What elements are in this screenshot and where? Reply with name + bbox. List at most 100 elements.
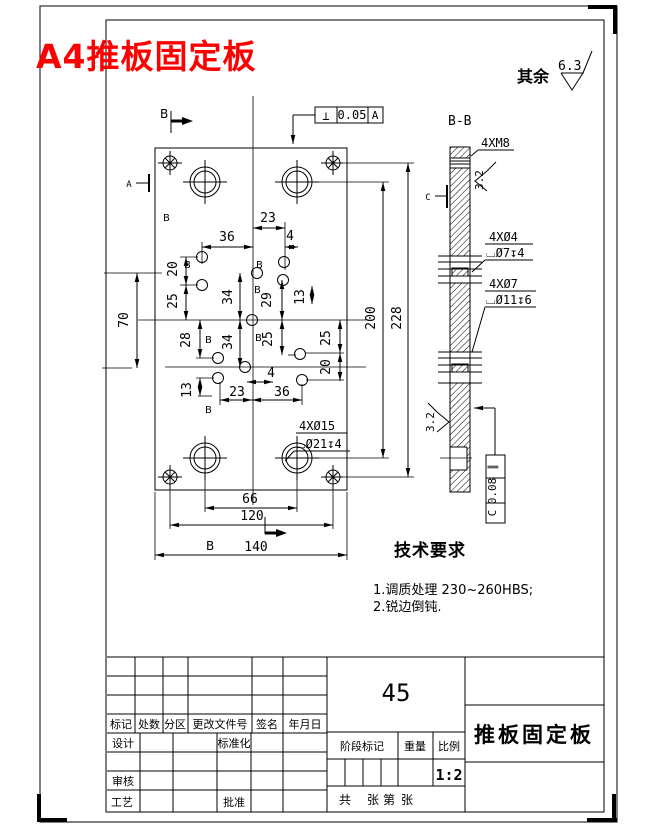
title-block-grid xyxy=(107,656,604,812)
tb-header: 签名 xyxy=(256,717,278,731)
default-roughness-note: 其余 6.3 xyxy=(517,50,593,91)
section-bar xyxy=(438,146,482,493)
roughness-value: 3.2 xyxy=(424,412,437,432)
tb-material: 45 xyxy=(382,679,411,707)
dim-label: 34 xyxy=(221,289,236,305)
sheet-frame xyxy=(39,5,618,823)
counterbore-holes xyxy=(183,160,319,480)
section-b-letter: B xyxy=(163,213,170,224)
section-b-letter: B xyxy=(160,107,168,121)
dim-label: 36 xyxy=(274,385,290,400)
dim-label: 66 xyxy=(242,492,258,507)
thread-note: 4XM8 xyxy=(470,136,514,157)
roughness-icon xyxy=(560,50,593,91)
section-b-letter: B xyxy=(205,405,212,416)
section-view-label: B-B xyxy=(448,114,472,129)
hole-note-small: 4XØ4 ⌴Ø7↧4 xyxy=(471,230,533,273)
dim-label: 25 xyxy=(166,293,181,309)
hole xyxy=(321,151,343,175)
hole xyxy=(321,465,343,489)
section-b-letter: B xyxy=(206,539,214,553)
tb-part-name: 推板固定板 xyxy=(474,723,594,747)
dim-label: 25 xyxy=(319,330,334,346)
tolerance-value: 0.08 xyxy=(486,478,499,505)
tb-header: 年月日 xyxy=(289,717,322,731)
tb-sheet-word: 张 xyxy=(401,793,413,807)
finish-value: 6.3 xyxy=(558,59,581,74)
tb-header: 分区 xyxy=(164,718,186,731)
trim-marks xyxy=(37,5,617,822)
section-b-letter: B xyxy=(255,333,262,344)
datum-c: C xyxy=(425,185,448,208)
hole xyxy=(275,436,319,480)
tech-req-title: 技术要求 xyxy=(394,540,466,561)
tech-req-item: 1.调质处理 230~260HBS; xyxy=(373,583,533,598)
tolerance-value: 0.05 xyxy=(338,108,367,122)
thread-note-text: 4XM8 xyxy=(481,136,510,150)
tb-sheet-word: 第 xyxy=(383,793,395,807)
perpendicularity-frame: ⊥ 0.05 A xyxy=(290,106,384,144)
tb-audit: 审核 xyxy=(112,774,134,788)
hole-note-line1: 4XØ4 xyxy=(489,230,518,244)
section-b-letter: B xyxy=(205,335,212,346)
dim-label: 36 xyxy=(219,230,235,245)
front-view-centerlines xyxy=(138,96,366,505)
dim-label: 4 xyxy=(267,366,275,381)
parallelism-frame: ∥ 0.08 C xyxy=(474,405,506,524)
tb-header: 标记 xyxy=(110,717,132,731)
section-b-letter: B xyxy=(184,260,191,271)
dim-label: 13 xyxy=(180,382,195,398)
section-b-letter: B xyxy=(254,285,261,296)
section-arrow-top: B xyxy=(160,107,193,133)
tolerance-datum: C xyxy=(486,510,499,517)
finish-prefix: 其余 xyxy=(517,67,550,86)
roughness-3-2-bottom: 3.2 xyxy=(424,402,450,433)
hole xyxy=(183,436,227,480)
datum-letter: A xyxy=(126,180,132,190)
dim-label: 34 xyxy=(221,334,236,350)
tb-standardize: 标准化 xyxy=(218,736,251,750)
tb-sheet-word: 张 xyxy=(367,793,379,807)
hole xyxy=(158,465,182,489)
tb-scale-value: 1:2 xyxy=(435,766,462,784)
section-b-letter: B xyxy=(256,260,263,271)
tb-scale-label: 比例 xyxy=(438,739,460,753)
tb-stage-label: 阶段标记 xyxy=(340,739,384,753)
dim-label: 20 xyxy=(319,359,334,375)
sheet-title: A4推板固定板 xyxy=(36,37,257,76)
dim-label: 25 xyxy=(261,331,276,347)
dim-label: 120 xyxy=(240,509,263,524)
hole-note-line1: 4XØ15 xyxy=(299,419,335,433)
hole xyxy=(158,151,182,175)
dim-label: 23 xyxy=(260,211,276,226)
dim-label: 13 xyxy=(293,289,308,305)
hole-note-line2: ⌴Ø7↧4 xyxy=(486,246,525,260)
hole xyxy=(183,160,227,204)
dim-label: 200 xyxy=(364,306,379,329)
roughness-3-2-top: 3.2 xyxy=(473,161,497,192)
tb-design: 设计 xyxy=(112,737,134,750)
technical-requirements: 技术要求 1.调质处理 230~260HBS; 2.锐边倒钝. xyxy=(373,540,533,615)
dim-label: 4 xyxy=(286,229,294,244)
dim-label: 29 xyxy=(260,292,275,308)
front-view-extension-lines xyxy=(102,162,414,560)
dim-label: 23 xyxy=(229,385,245,400)
hole-note-line2: ⌴Ø11↧6 xyxy=(486,293,532,307)
section-plane-marks: B B B B B B B xyxy=(163,213,263,416)
corner-holes xyxy=(158,151,343,489)
tolerance-symbol: ⊥ xyxy=(322,109,329,123)
dim-label: 228 xyxy=(390,306,405,329)
tolerance-symbol: ∥ xyxy=(486,464,499,470)
tb-sheet-word: 共 xyxy=(339,793,351,807)
dim-label: 20 xyxy=(166,261,181,277)
tb-approve: 批准 xyxy=(223,795,245,809)
tb-process: 工艺 xyxy=(111,796,133,809)
tb-header: 更改文件号 xyxy=(193,717,248,731)
hole-note-line1: 4XØ7 xyxy=(489,277,518,291)
tb-header: 处数 xyxy=(138,718,160,731)
tolerance-datum: A xyxy=(372,109,379,122)
front-hole-note: 4XØ15 ⌴Ø21↧4 xyxy=(284,419,350,462)
dim-label: 140 xyxy=(244,540,267,555)
